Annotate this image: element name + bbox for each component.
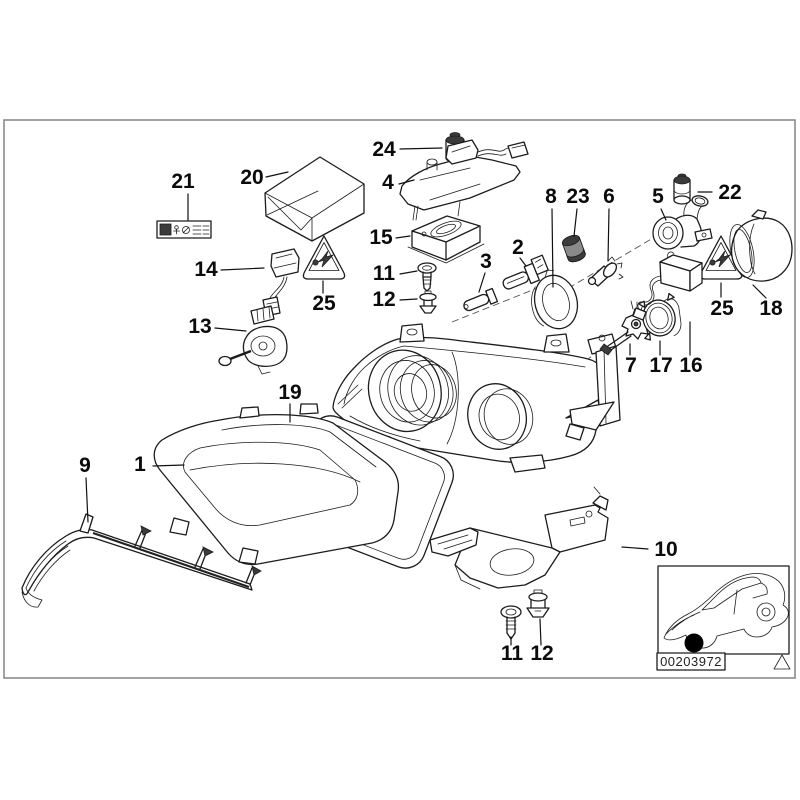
callout-19[interactable]: 19 xyxy=(278,381,301,404)
callout-15[interactable]: 15 xyxy=(369,226,393,249)
headlight-lens xyxy=(153,403,400,566)
trim-strip xyxy=(21,513,262,608)
ignitor-16 xyxy=(632,251,703,321)
callout-2[interactable]: 2 xyxy=(512,236,524,259)
callout-8[interactable]: 8 xyxy=(545,185,557,208)
callout-18[interactable]: 18 xyxy=(759,297,783,320)
lower-bracket xyxy=(429,486,609,590)
callout-14[interactable]: 14 xyxy=(194,258,218,281)
callout-1[interactable]: 1 xyxy=(134,453,146,476)
screw-top xyxy=(417,262,437,292)
grommet-23 xyxy=(561,234,586,263)
callout-20[interactable]: 20 xyxy=(240,166,263,189)
callout-6[interactable]: 6 xyxy=(603,185,615,208)
callout-17[interactable]: 17 xyxy=(649,354,672,377)
clip-top xyxy=(419,290,437,314)
info-label-sticker xyxy=(156,220,212,239)
vehicle-outline xyxy=(663,573,789,653)
callout-12-top[interactable]: 12 xyxy=(372,288,395,311)
callout-21[interactable]: 21 xyxy=(171,170,195,193)
callout-25-right[interactable]: 25 xyxy=(710,297,734,320)
clip-bottom xyxy=(526,589,550,618)
part-number-text: 00203972 xyxy=(660,654,722,669)
callout-5[interactable]: 5 xyxy=(652,185,664,208)
callout-16[interactable]: 16 xyxy=(679,354,702,377)
reflector-ring-8 xyxy=(531,269,579,330)
bulb-22 xyxy=(673,173,691,205)
dome-cover-18 xyxy=(729,209,793,282)
callout-23[interactable]: 23 xyxy=(566,185,589,208)
packaging-box xyxy=(264,156,365,242)
vehicle-location-thumbnail: 00203972 xyxy=(656,565,791,671)
headlight-housing xyxy=(332,323,621,473)
screw-bottom xyxy=(500,605,522,640)
bulb-2 xyxy=(502,254,549,290)
bulb-socket-17 xyxy=(637,292,682,341)
callout-13[interactable]: 13 xyxy=(188,315,211,338)
part-number-plate xyxy=(656,652,726,671)
leveling-motor xyxy=(218,305,288,375)
callout-24[interactable]: 24 xyxy=(372,138,396,161)
callout-25-left[interactable]: 25 xyxy=(312,292,336,315)
callout-12-bottom[interactable]: 12 xyxy=(530,642,553,665)
mounting-bracket-4 xyxy=(399,139,529,221)
callout-11-top[interactable]: 11 xyxy=(373,262,396,285)
callout-4[interactable]: 4 xyxy=(382,171,394,194)
callout-10[interactable]: 10 xyxy=(654,538,677,561)
bulb-3 xyxy=(463,287,499,312)
callout-22[interactable]: 22 xyxy=(718,181,741,204)
leader-lines xyxy=(85,147,767,646)
callout-7[interactable]: 7 xyxy=(625,354,637,377)
callout-numbers: 21 20 24 4 15 11 12 3 2 8 23 6 5 22 25 1… xyxy=(79,138,783,665)
warning-triangle-icon xyxy=(773,654,791,670)
callout-11-bottom[interactable]: 11 xyxy=(501,642,524,665)
callout-3[interactable]: 3 xyxy=(480,250,492,273)
socket-elbow-5 xyxy=(652,195,713,250)
ballast-control-unit xyxy=(407,215,485,264)
callout-9[interactable]: 9 xyxy=(79,454,91,477)
headlight-location-dot xyxy=(684,633,704,653)
bulb-6 xyxy=(587,256,624,287)
